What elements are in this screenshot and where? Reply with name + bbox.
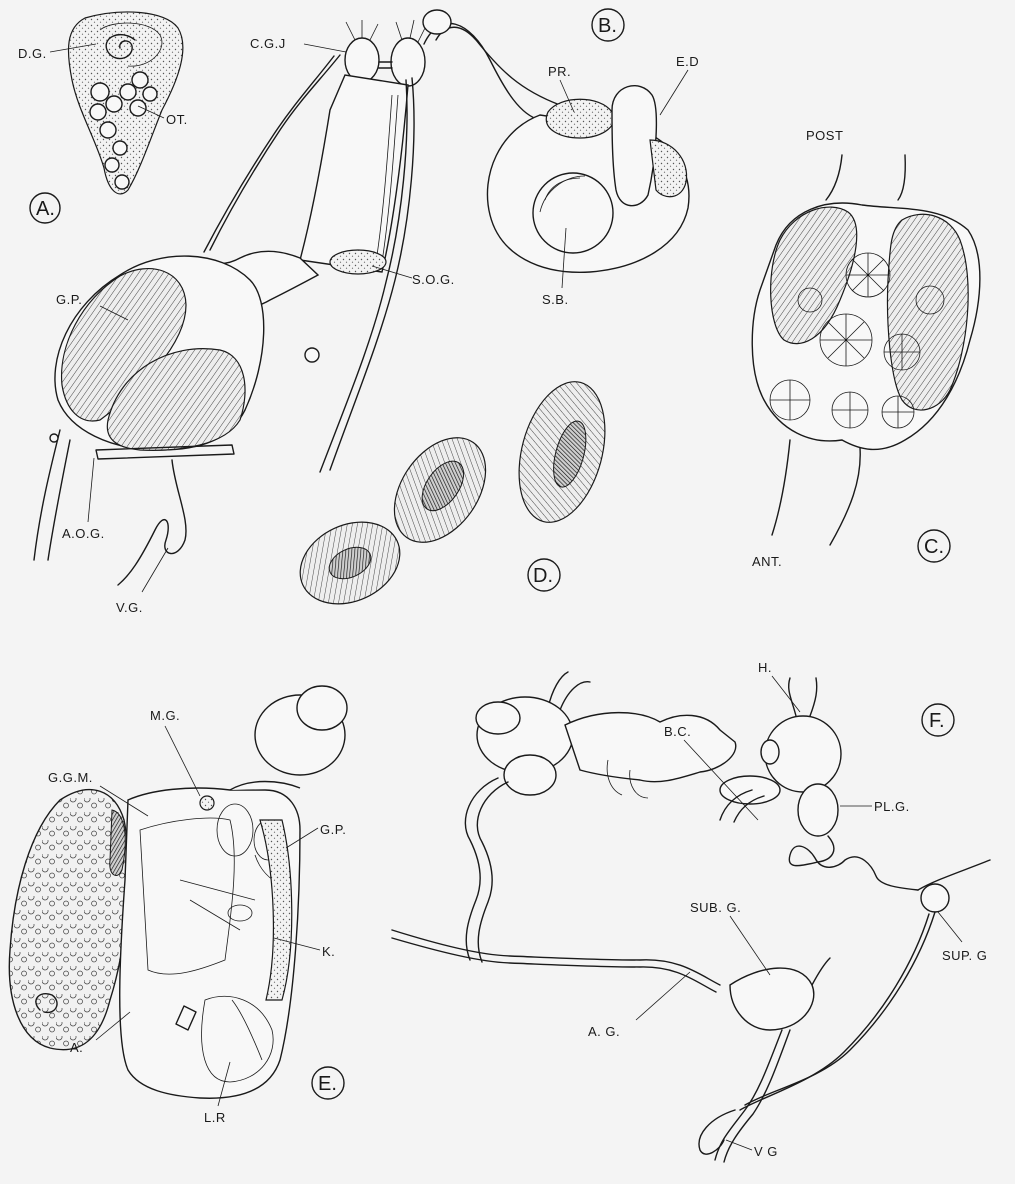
- label-vg-f: V G: [754, 1144, 778, 1159]
- label-sb: S.B.: [542, 292, 569, 307]
- pleural-ganglion: [798, 784, 838, 836]
- label-ant: ANT.: [752, 554, 782, 569]
- label-plg: PL.G.: [874, 799, 910, 814]
- sub-intestinal-ganglion: [730, 968, 814, 1030]
- figure-a: D.G. OT. A.: [18, 12, 188, 223]
- figure-letter-a: A.: [36, 198, 55, 220]
- figure-letter-f: F.: [929, 710, 945, 732]
- label-mg: M.G.: [150, 708, 180, 723]
- label-a: A.: [70, 1040, 83, 1055]
- label-aog: A.O.G.: [62, 526, 105, 541]
- label-cg: C.G.J: [250, 36, 286, 51]
- figure-d: D.: [287, 372, 619, 619]
- supra-intestinal-ganglion: [921, 884, 949, 912]
- label-pr: PR.: [548, 64, 571, 79]
- label-subg: SUB. G.: [690, 900, 741, 915]
- statocyst-body: [68, 12, 182, 194]
- figure-e: M.G. G.G.M. G.P. K. A. L.R E.: [9, 686, 347, 1125]
- digestive-gland-e: [9, 790, 128, 1050]
- figure-c: POST ANT. C.: [752, 128, 980, 569]
- cerebral-ganglion-right: [391, 38, 425, 86]
- label-ed: E.D: [676, 54, 699, 69]
- label-k: K.: [322, 944, 335, 959]
- label-ggm: G.G.M.: [48, 770, 93, 785]
- label-bc: B.C.: [664, 724, 691, 739]
- label-ag: A. G.: [588, 1024, 620, 1039]
- figure-letter-c: C.: [924, 536, 944, 558]
- figure-letter-e: E.: [318, 1073, 337, 1095]
- label-vg: V.G.: [116, 600, 143, 615]
- label-h: H.: [758, 660, 772, 675]
- label-sog: S.O.G.: [412, 272, 455, 287]
- excretory-duct: [612, 86, 656, 206]
- figure-letter-b: B.: [598, 15, 617, 37]
- figure-f: H. B.C. PL.G. SUB. G. SUP. G A. G. V G F…: [392, 660, 990, 1162]
- label-gp-e: G.P.: [320, 822, 346, 837]
- label-lr: L.R: [204, 1110, 226, 1125]
- label-gp: G.P.: [56, 292, 82, 307]
- label-dg: D.G.: [18, 46, 47, 61]
- label-post: POST: [806, 128, 843, 143]
- figure-letter-d: D.: [533, 565, 553, 587]
- label-supg: SUP. G: [942, 948, 987, 963]
- sub-oesophageal-ganglion: [330, 250, 386, 274]
- statocyst-body-sb: [533, 173, 613, 253]
- label-ot: OT.: [166, 112, 188, 127]
